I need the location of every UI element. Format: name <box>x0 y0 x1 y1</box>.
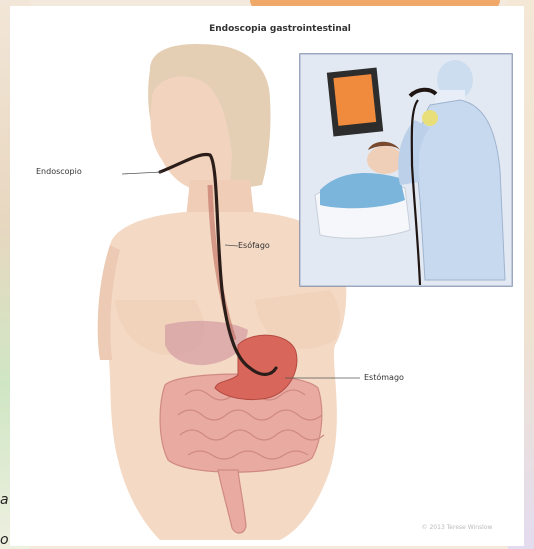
cropped-text-line-2: o <box>0 532 9 548</box>
monitor <box>327 68 383 137</box>
label-esofago: Esófago <box>238 241 270 250</box>
diagram-title: Endoscopia gastrointestinal <box>150 24 410 34</box>
cropped-text-line-1: a <box>0 492 9 508</box>
procedure-inset <box>300 54 512 286</box>
label-endoscopio: Endoscopio <box>36 167 82 176</box>
leader-endoscopio <box>122 172 162 174</box>
illustration-credit: © 2013 Terese Winslow <box>408 522 506 534</box>
label-estomago: Estómago <box>364 373 404 382</box>
